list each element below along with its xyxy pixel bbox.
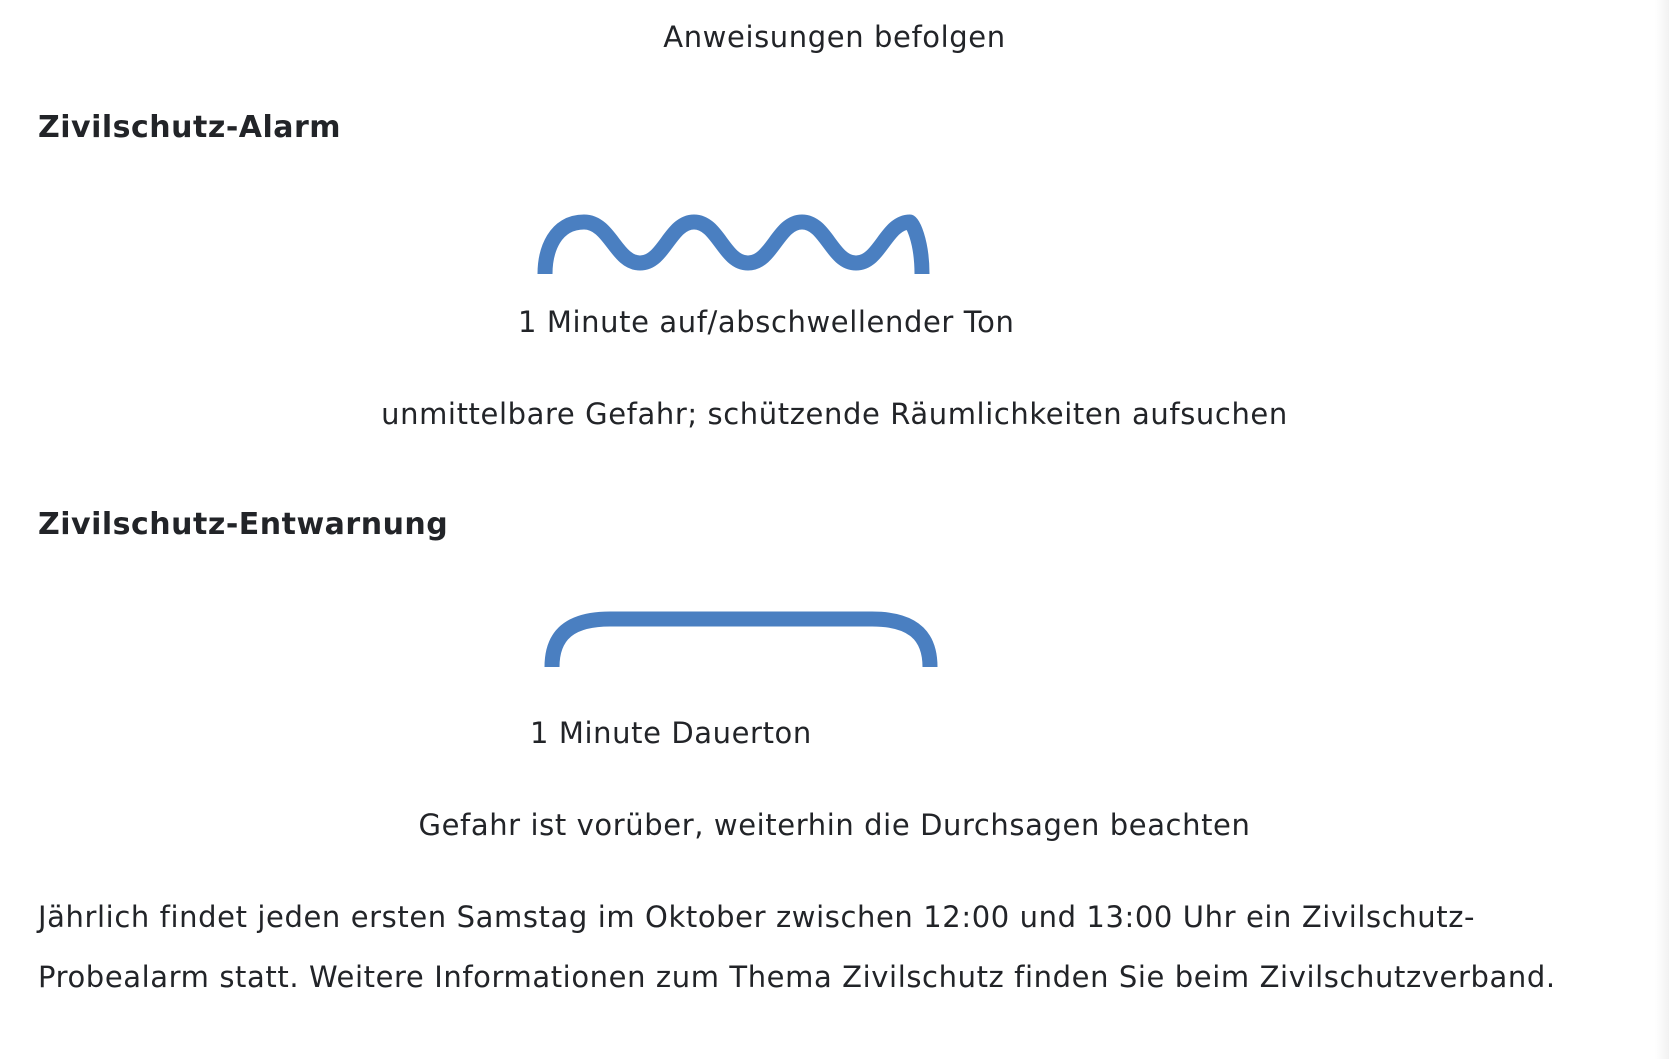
alarm-heading: Zivilschutz-Alarm (38, 110, 342, 145)
page-edge-shadow (1655, 0, 1669, 1059)
steady-signal-icon (544, 611, 938, 668)
alarm-meaning-text: unmittelbare Gefahr; schützende Räumlich… (381, 397, 1288, 431)
wave-signal-icon (537, 214, 930, 275)
instruction-text: Anweisungen befolgen (663, 20, 1006, 54)
all-clear-heading: Zivilschutz-Entwarnung (38, 507, 449, 542)
info-line-1: Jährlich findet jeden ersten Samstag im … (38, 900, 1476, 934)
all-clear-meaning-text: Gefahr ist vorüber, weiterhin die Durchs… (418, 808, 1251, 842)
info-paragraph: Jährlich findet jeden ersten Samstag im … (38, 887, 1638, 1007)
all-clear-duration-text: 1 Minute Dauerton (530, 716, 812, 750)
alarm-duration-text: 1 Minute auf/abschwellender Ton (518, 305, 1015, 339)
info-line-2: Probealarm statt. Weitere Informationen … (38, 960, 1556, 994)
